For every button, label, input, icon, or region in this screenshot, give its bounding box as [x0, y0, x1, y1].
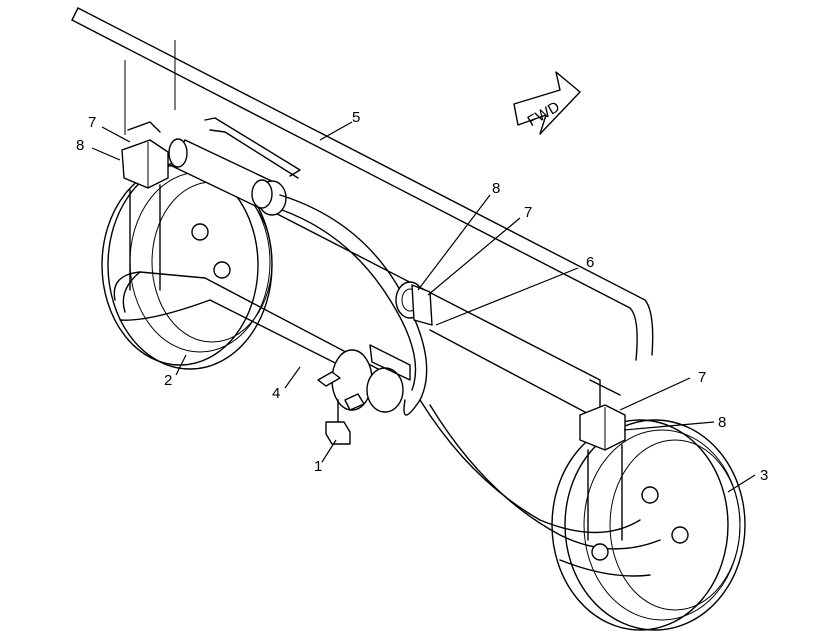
callout-3: 3	[760, 467, 768, 484]
callout-8-right: 8	[718, 414, 726, 431]
tube-clip	[317, 344, 411, 445]
center-bracket	[395, 281, 433, 326]
right-anchor-bolt	[579, 379, 626, 541]
callout-2: 2	[164, 372, 172, 389]
callout-1: 1	[314, 458, 322, 475]
callouts: 7 8 5 8 7 6 2 4 1 7 8 3	[76, 109, 768, 484]
callout-5: 5	[352, 109, 360, 126]
callout-7-right: 7	[698, 369, 706, 386]
callout-7-center: 7	[524, 204, 532, 221]
brake-cylinder	[168, 117, 301, 216]
callout-8-center: 8	[492, 180, 500, 197]
forward-arrow: FWD	[513, 71, 581, 135]
flex-hose	[279, 194, 661, 577]
fittings	[191, 223, 689, 561]
callout-6: 6	[586, 254, 594, 271]
callout-4: 4	[272, 385, 280, 402]
brake-tube	[113, 271, 386, 389]
callout-7-left: 7	[88, 114, 96, 131]
right-brake-drum	[551, 419, 746, 631]
left-anchor-bolt	[121, 121, 169, 291]
callout-8-left: 8	[76, 137, 84, 154]
leader-lines	[91, 121, 756, 493]
